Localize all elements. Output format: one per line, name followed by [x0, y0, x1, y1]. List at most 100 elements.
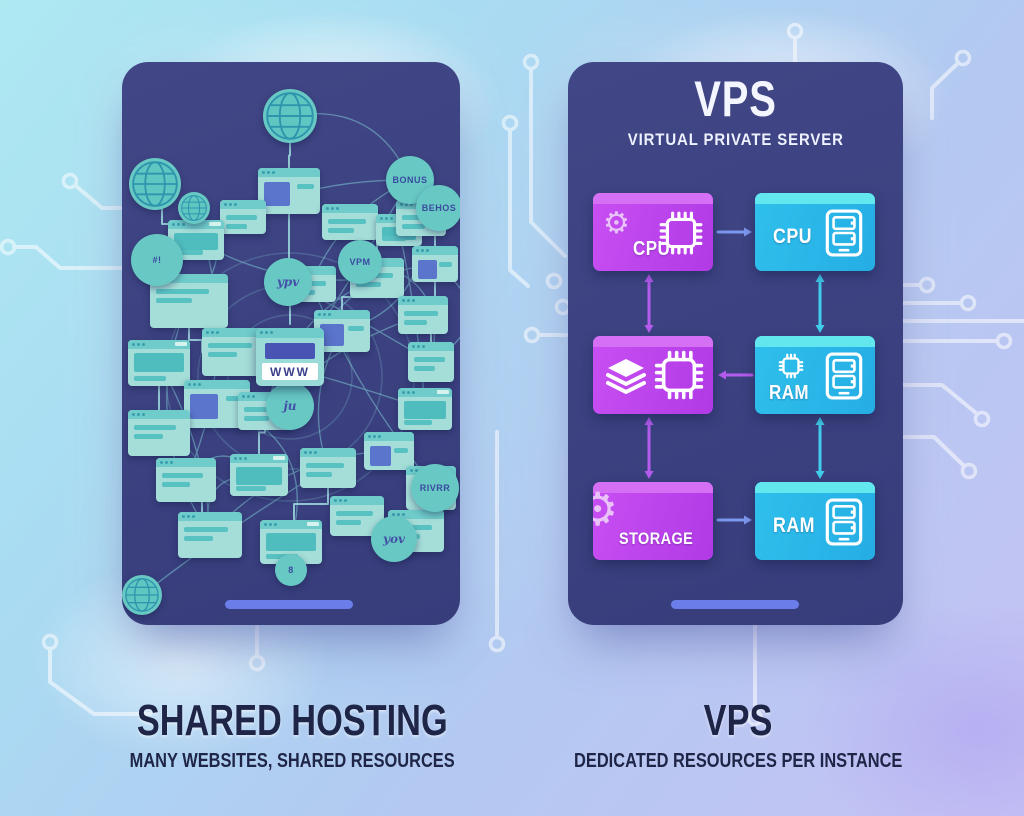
window-header — [258, 168, 320, 177]
cpu-block: CPU — [755, 193, 875, 271]
www-label: WWW — [270, 364, 310, 379]
site-badge: ju — [266, 382, 314, 430]
window-dots-icon — [380, 217, 383, 220]
website-window — [258, 168, 320, 214]
badge-label: VPM — [349, 257, 371, 267]
site-badge: RIVRR — [411, 464, 459, 512]
badge-label: ju — [283, 399, 297, 413]
website-window — [398, 296, 448, 334]
window-header — [168, 220, 224, 229]
website-window — [300, 448, 356, 488]
window-header — [322, 204, 378, 213]
storage-block: ⚙ STORAGE — [593, 482, 713, 560]
browser-header — [256, 328, 324, 338]
browser-content — [265, 343, 315, 359]
window-dots-icon — [416, 249, 419, 252]
block-label: RAM — [773, 514, 815, 537]
website-window — [412, 246, 458, 282]
window-header — [314, 310, 370, 319]
badge-label: #! — [152, 255, 162, 265]
cpu-allocation-block: ⚙ CPU — [593, 193, 713, 271]
block-strip — [593, 482, 713, 493]
caption-title: SHARED HOSTING — [136, 696, 448, 745]
site-badge: ypv — [264, 258, 312, 306]
resource-arrows — [644, 227, 825, 525]
server-icon — [825, 352, 863, 400]
window-dots-icon — [206, 331, 209, 334]
site-badge: #! — [131, 234, 183, 286]
window-header — [230, 454, 288, 463]
site-badge: VPM — [338, 240, 382, 284]
badge-label: BEHOS — [421, 203, 457, 213]
website-window — [178, 512, 242, 558]
window-header — [178, 512, 242, 521]
website-window — [168, 220, 224, 260]
window-header — [184, 380, 250, 389]
website-window — [230, 454, 288, 496]
window-dots-icon — [412, 345, 415, 348]
globe-icon — [263, 89, 317, 143]
site-badge: BEHOS — [416, 185, 460, 231]
website-window — [220, 200, 266, 234]
gear-icon: ⚙ — [603, 206, 630, 241]
block-strip — [755, 193, 875, 204]
layers-icon — [606, 359, 646, 394]
chip-small-icon — [778, 353, 804, 379]
window-dots-icon — [160, 461, 163, 464]
badge-label: RIVRR — [419, 483, 451, 493]
window-dots-icon — [242, 395, 245, 398]
window-dots-icon — [410, 469, 413, 472]
window-dots-icon — [182, 515, 185, 518]
caption-subtitle: DEDICATED RESOURCES PER INSTANCE — [574, 750, 903, 772]
header-bar — [175, 342, 187, 346]
badge-label: ypv — [276, 275, 300, 289]
website-window — [364, 432, 414, 470]
window-dots-icon — [132, 343, 135, 346]
panel-subtitle: VIRTUAL PRIVATE SERVER — [627, 130, 844, 149]
window-dots-icon — [318, 313, 321, 316]
window-header — [398, 388, 452, 397]
site-badge: 8 — [275, 554, 307, 586]
website-window — [128, 340, 190, 386]
window-header — [128, 340, 190, 349]
panel-title: VPS — [694, 71, 777, 127]
window-dots-icon — [402, 391, 405, 394]
address-bar: WWW — [262, 363, 318, 380]
window-dots-icon — [264, 523, 267, 526]
window-header — [202, 328, 266, 337]
site-badge: yov — [371, 516, 417, 562]
vps-panel: VPS VIRTUAL PRIVATE SERVER ⚙ CPU CPU — [568, 62, 903, 625]
badge-label: yov — [383, 532, 405, 546]
www-server-node: WWW — [256, 328, 324, 386]
block-label: CPU — [773, 225, 812, 248]
server-icon — [825, 209, 863, 257]
window-header — [388, 510, 444, 519]
shared-hosting-caption: SHARED HOSTING MANY WEBSITES, SHARED RES… — [92, 696, 492, 773]
window-dots-icon — [224, 203, 227, 206]
window-header — [238, 392, 292, 401]
caption-subtitle: MANY WEBSITES, SHARED RESOURCES — [129, 750, 455, 772]
block-strip — [755, 482, 875, 493]
window-header — [300, 448, 356, 457]
window-header — [408, 342, 454, 351]
globe-icon — [122, 575, 162, 615]
chip-icon — [659, 211, 703, 255]
header-bar — [273, 456, 285, 460]
ram-block: RAM — [755, 336, 875, 414]
block-label: STORAGE — [619, 529, 694, 548]
block-strip — [593, 193, 713, 204]
website-window — [128, 410, 190, 456]
home-indicator — [671, 600, 799, 609]
window-dots-icon — [368, 435, 371, 438]
website-window — [322, 204, 378, 240]
window-header — [128, 410, 190, 419]
header-bar — [307, 522, 319, 526]
ram2-block: RAM — [755, 482, 875, 560]
window-header — [330, 496, 384, 505]
caption-title: VPS — [703, 696, 773, 745]
header-bar — [209, 222, 221, 226]
website-window — [202, 328, 266, 376]
window-dots-icon — [132, 413, 135, 416]
